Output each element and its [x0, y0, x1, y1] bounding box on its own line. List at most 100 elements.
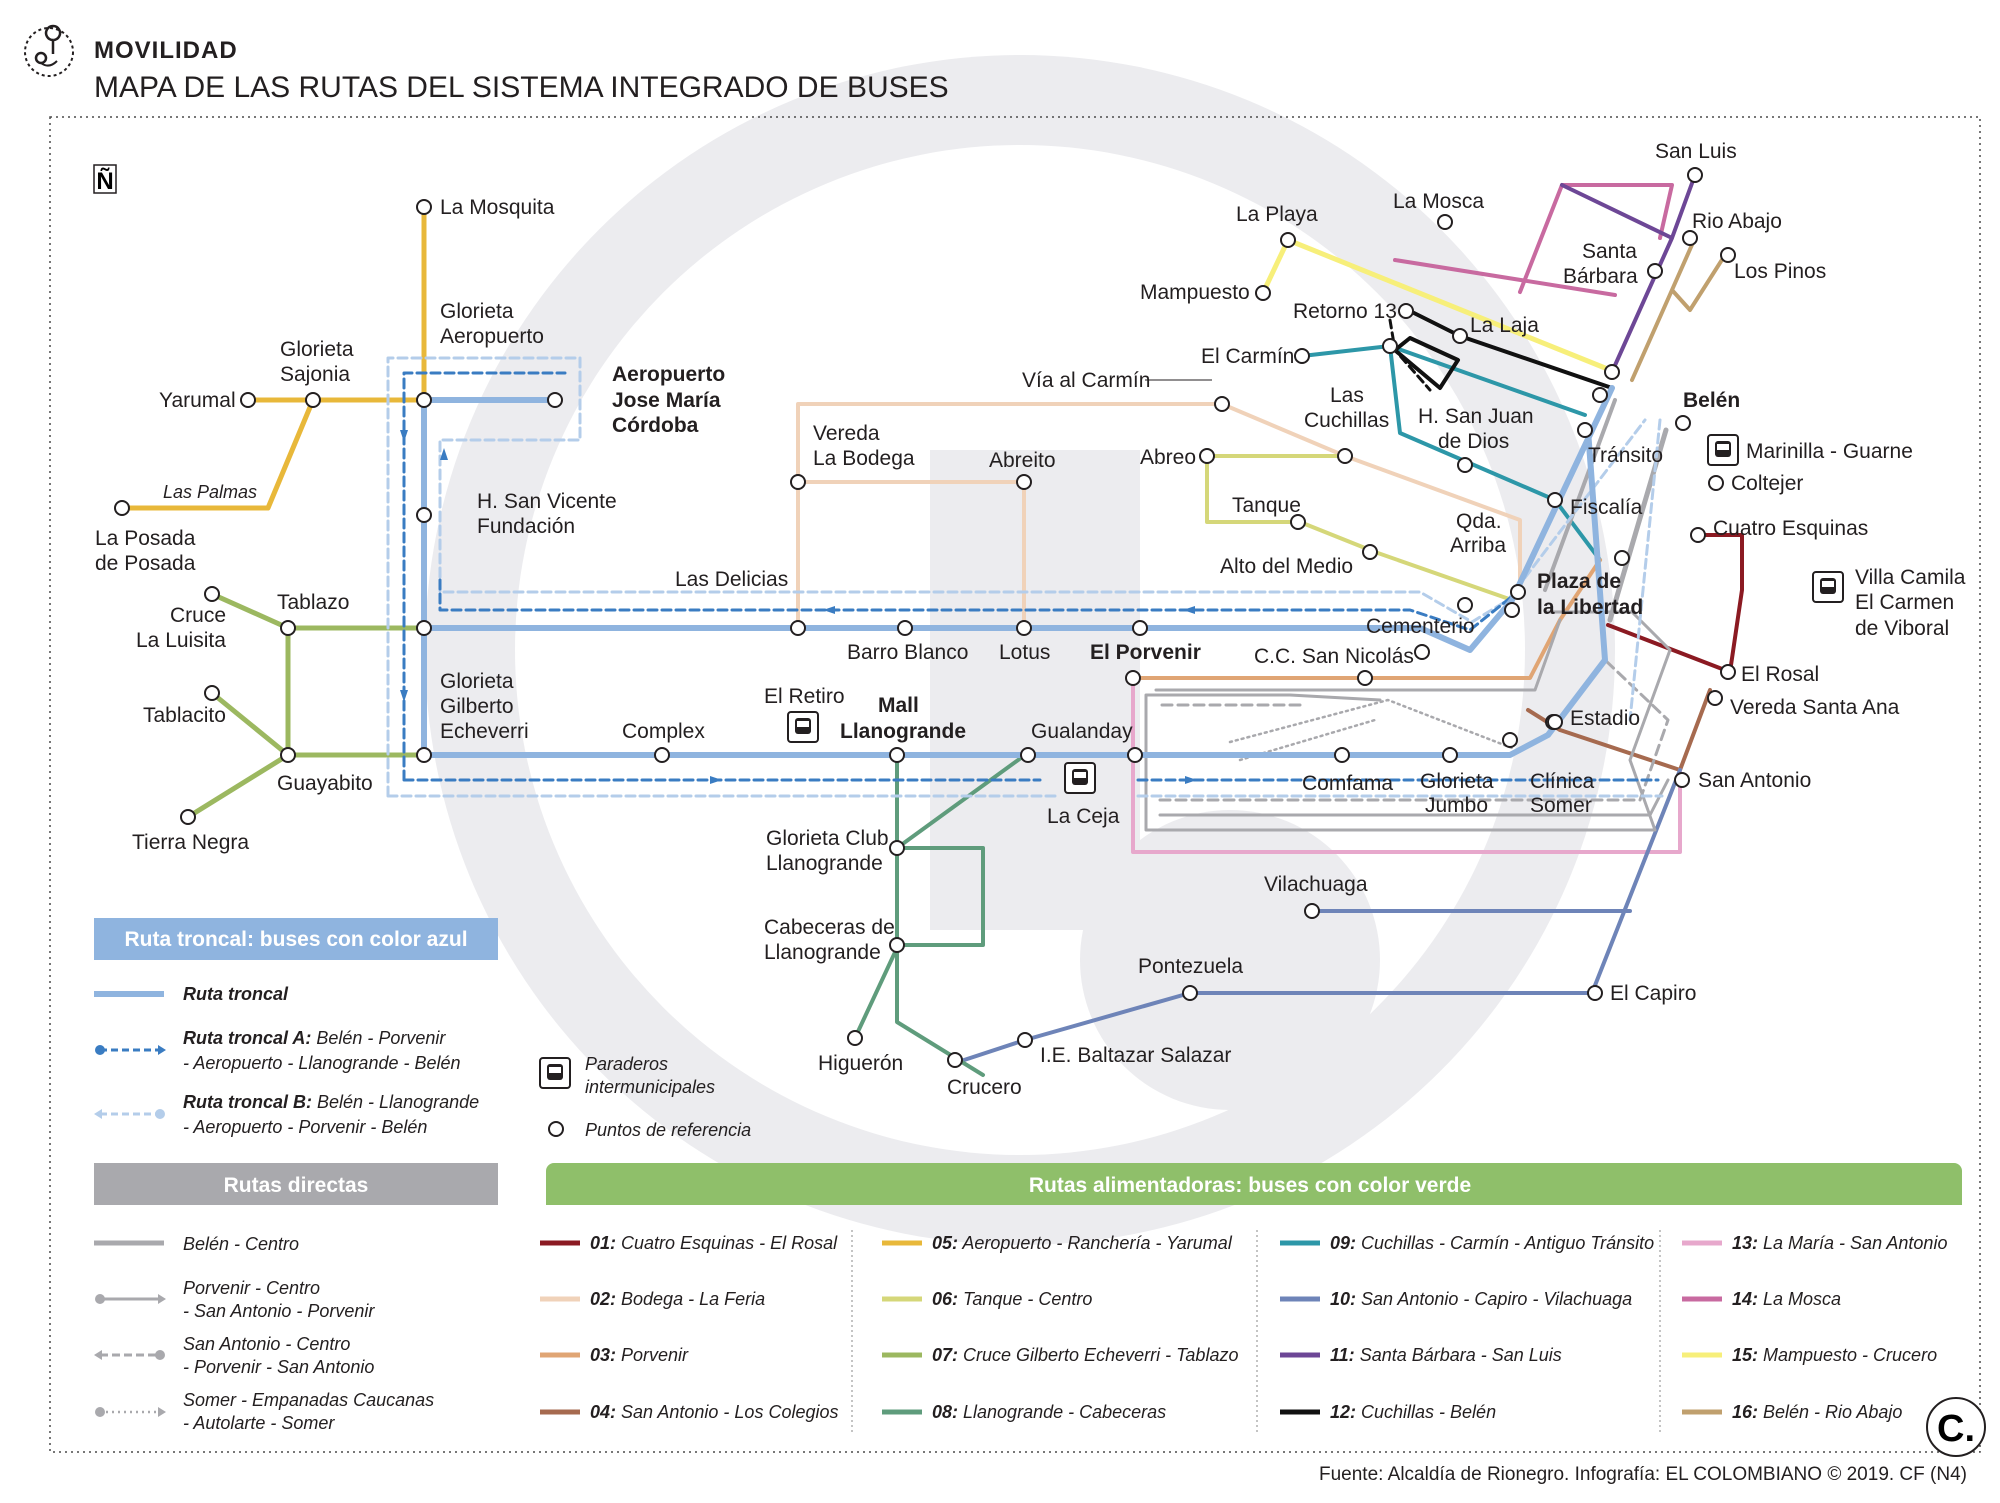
label-coltejer: Coltejer [1731, 472, 1803, 495]
bus-icon [1064, 762, 1096, 794]
stop-la-ceja-junction [1127, 747, 1143, 763]
label-cuatro-esquinas: Cuatro Esquinas [1713, 517, 1868, 540]
stop-el-porvenir-feeder [1125, 670, 1141, 686]
label-glorieta-aeropuerto-2: Aeropuerto [440, 325, 544, 348]
label-gualanday: Gualanday [1031, 720, 1133, 743]
page-title: MAPA DE LAS RUTAS DEL SISTEMA INTEGRADO … [94, 71, 949, 104]
legend-troncal-a-line2: - Aeropuerto - Llanogrande - Belén [183, 1053, 461, 1073]
label-san-antonio: San Antonio [1698, 769, 1811, 792]
stop-lotus [1016, 620, 1032, 636]
bus-icon [1812, 571, 1844, 603]
stop-transito [1577, 422, 1593, 438]
stop-san-antonio [1674, 772, 1690, 788]
legend-reference-point [548, 1121, 564, 1137]
label-aeropuerto-2: Jose María [612, 389, 721, 412]
label-mampuesto: Mampuesto [1140, 281, 1250, 304]
map-frame [49, 116, 1981, 1453]
label-el-porvenir: El Porvenir [1090, 641, 1201, 664]
stop-glorieta-sajonia [305, 392, 321, 408]
label-yarumal: Yarumal [159, 389, 236, 412]
legend-directas-2b: - San Antonio - Porvenir [183, 1301, 375, 1321]
stop-plaza-libertad [1510, 584, 1526, 600]
feeder-route-16: 16: Belén - Rio Abajo [1732, 1402, 1902, 1422]
label-aeropuerto: Aeropuerto [612, 363, 725, 386]
label-villa-camila-2: El Carmen [1855, 591, 1954, 614]
feeder-route-4: 04: San Antonio - Los Colegios [590, 1402, 838, 1422]
label-glorieta-gilberto-3: Echeverri [440, 720, 529, 743]
label-la-mosca: La Mosca [1393, 190, 1484, 213]
label-cruce-la-luisita: Cruce [170, 604, 226, 627]
stop-clinica-somer [1502, 732, 1518, 748]
feeder-route-6: 06: Tanque - Centro [932, 1289, 1092, 1309]
feeder-route-5: 05: Aeropuerto - Ranchería - Yarumal [932, 1233, 1233, 1253]
label-santa-barbara: Santa [1582, 240, 1637, 263]
label-glorieta-gilberto-2: Gilberto [440, 695, 514, 718]
legend-directas-3b: - Porvenir - San Antonio [183, 1357, 374, 1377]
label-qda-arriba: Qda. [1456, 510, 1502, 533]
feeder-route-2: 02: Bodega - La Feria [590, 1289, 765, 1309]
stop-gualanday [1020, 747, 1036, 763]
label-h-san-juan: H. San Juan [1418, 405, 1534, 428]
bus-icon [1707, 434, 1739, 466]
label-glorieta-gilberto: Glorieta [440, 670, 514, 693]
label-qda-arriba-2: Arriba [1450, 534, 1506, 557]
legend-directas-title: Rutas directas [224, 1174, 369, 1197]
label-el-retiro: El Retiro [764, 685, 845, 708]
label-clinica-somer-2: Somer [1530, 794, 1592, 817]
north-symbol: Ñ [93, 164, 117, 195]
label-glorieta-jumbo: Glorieta [1420, 770, 1494, 793]
stop-mall-llanogrande [889, 747, 905, 763]
label-abreito: Abreito [989, 449, 1056, 472]
label-tanque: Tanque [1232, 494, 1301, 517]
label-baltazar: I.E. Baltazar Salazar [1040, 1044, 1231, 1067]
stop-glorieta-jumbo [1442, 747, 1458, 763]
legend-directas-4b: - Autolarte - Somer [183, 1413, 335, 1433]
label-los-pinos: Los Pinos [1734, 260, 1826, 283]
feeder-route-1: 01: Cuatro Esquinas - El Rosal [590, 1233, 838, 1253]
label-clinica-somer: Clínica [1530, 770, 1595, 793]
label-cabeceras-2: Llanogrande [764, 941, 881, 964]
label-comfama: Comfama [1302, 772, 1393, 795]
stop-la-mosca [1437, 214, 1453, 230]
label-glorieta-jumbo-2: Jumbo [1425, 794, 1488, 817]
feeder-route-list: 01: Cuatro Esquinas - El Rosal 02: Bodega… [540, 1233, 1947, 1422]
bus-stations [787, 434, 1844, 794]
stop-h-san-juan [1382, 338, 1398, 354]
label-glorieta-sajonia: Glorieta [280, 338, 354, 361]
section-label: MOVILIDAD [94, 37, 238, 64]
svg-text:Ñ: Ñ [96, 167, 113, 195]
source-credit: Fuente: Alcaldía de Rionegro. Infografía… [1319, 1464, 1967, 1485]
label-las-cuchillas-2: Cuchillas [1304, 409, 1389, 432]
label-h-san-vicente-2: Fundación [477, 515, 575, 538]
label-el-carmin: El Carmín [1201, 345, 1294, 368]
stop-santa-barbara [1647, 263, 1663, 279]
label-aeropuerto-3: Córdoba [612, 414, 699, 437]
label-retorno-13: Retorno 13 [1293, 300, 1397, 323]
label-la-ceja: La Ceja [1047, 805, 1120, 828]
stop-fiscalia-2 [1614, 550, 1630, 566]
stop-cruce-la-luisita [204, 586, 220, 602]
mobility-icon [24, 24, 74, 77]
label-las-delicias: Las Delicias [675, 568, 788, 591]
stop-el-porvenir [1132, 620, 1148, 636]
label-glorieta-sajonia-2: Sajonia [280, 363, 350, 386]
label-complex: Complex [622, 720, 705, 743]
stop-fiscalia [1547, 492, 1563, 508]
legend-troncal-a-line1: Ruta troncal A: Belén - Porvenir [183, 1028, 446, 1048]
label-la-playa: La Playa [1236, 203, 1318, 226]
label-plaza-libertad: Plaza de [1537, 570, 1621, 593]
label-vilachuaga: Vilachuaga [1264, 873, 1368, 896]
legend-paraderos: Paraderos [585, 1054, 668, 1074]
label-la-posada-2: de Posada [95, 552, 196, 575]
stop-cabeceras [889, 937, 905, 953]
feeder-route-10: 10: San Antonio - Capiro - Vilachuaga [1330, 1289, 1632, 1309]
stop-estadio-2 [1547, 714, 1563, 730]
stop-abreo [1199, 448, 1215, 464]
stop-las-delicias-junction [416, 620, 432, 636]
legend-troncal-b-line2: - Aeropuerto - Porvenir - Belén [183, 1117, 427, 1137]
label-abreo: Abreo [1140, 446, 1196, 469]
stop-vereda-la-bodega [790, 474, 806, 490]
stop-el-carmin [1294, 348, 1310, 364]
stop-coltejer [1708, 475, 1724, 491]
stop-los-pinos [1720, 247, 1736, 263]
